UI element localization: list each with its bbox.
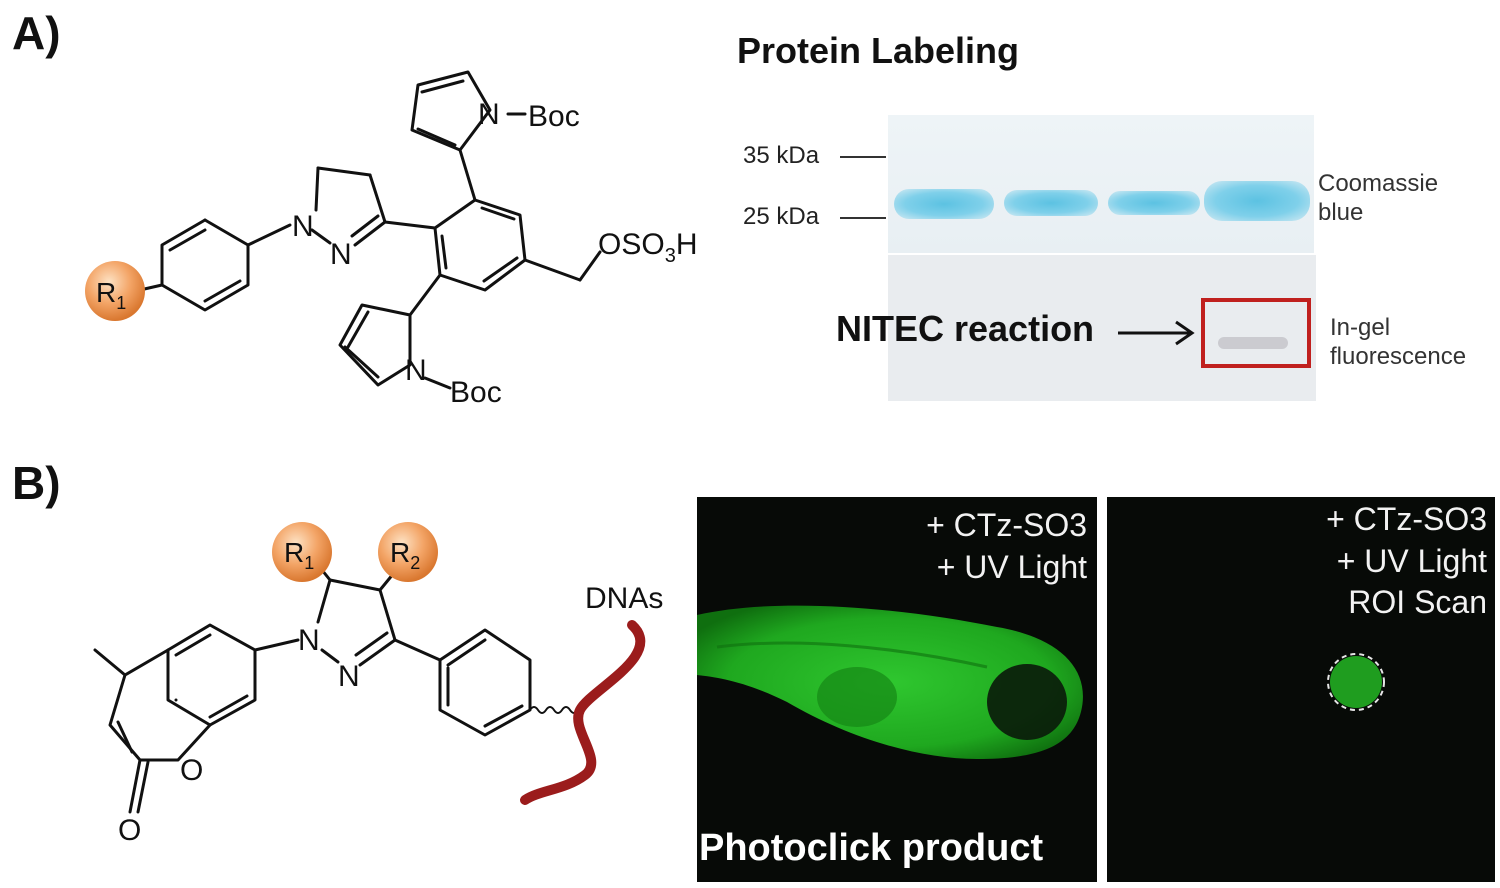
- central-ring-a: [433, 198, 527, 292]
- image1-line2: + UV Light: [936, 548, 1087, 585]
- r2-label-b: R2: [390, 537, 420, 573]
- zebrafish-image: + CTz-SO3 + UV Light Photoclick product: [697, 497, 1097, 882]
- gel-band-1: [894, 189, 994, 219]
- marker-25-tick: [840, 217, 886, 219]
- nitec-reaction-label: NITEC reaction: [836, 308, 1095, 349]
- dna-strand: [520, 620, 646, 805]
- phenyl-ring-b: [438, 628, 532, 737]
- r1-label-b: R1: [284, 537, 314, 573]
- panel-a-label: A): [12, 7, 61, 59]
- gel-band-2: [1004, 190, 1098, 216]
- coomassie-gel: [888, 115, 1314, 253]
- coomassie-label: Coomassie blue: [1318, 170, 1438, 228]
- marker-25-kda: 25 kDa: [743, 203, 820, 230]
- atom-o-carbonyl: O: [118, 814, 141, 847]
- panel-b-label: B): [12, 457, 61, 509]
- fluorescence-gel: [888, 255, 1316, 401]
- dnas-label: DNAs: [585, 582, 663, 615]
- zebrafish-fluorescence: [697, 605, 1083, 759]
- image2-text: + CTz-SO3 + UV Light ROI Scan: [1326, 499, 1487, 624]
- phenyl-ring-a: [160, 218, 250, 312]
- coomassie-line1: Coomassie: [1318, 170, 1439, 197]
- image2-line1: + CTz-SO3: [1326, 501, 1487, 537]
- r2-sphere-b: [378, 522, 438, 582]
- atom-n2-b: N: [338, 660, 360, 693]
- coumarin-benzene: [166, 623, 257, 727]
- pyrrole-top: [410, 70, 492, 152]
- marker-35-kda: 35 kDa: [743, 142, 820, 169]
- atom-n-boc-top: N: [478, 98, 500, 131]
- boc-bottom: Boc: [450, 376, 502, 409]
- ingel-line1: In-gel: [1330, 314, 1391, 341]
- roi-fluorescence: [1327, 653, 1385, 711]
- highlight-box: [1201, 298, 1311, 368]
- r1-sphere-a: [85, 261, 145, 321]
- photoclick-caption: Photoclick product: [699, 827, 1044, 869]
- ingel-label: In-gel fluorescence: [1330, 314, 1466, 372]
- r1-sphere-b: [272, 522, 332, 582]
- gel-band-3: [1108, 191, 1200, 215]
- image1-text: + CTz-SO3 + UV Light: [926, 505, 1087, 588]
- oso3h-group: OSO3H: [598, 228, 697, 267]
- roi-image: + CTz-SO3 + UV Light ROI Scan: [1107, 497, 1495, 882]
- coomassie-line2: blue: [1318, 198, 1364, 226]
- image2-line3: ROI Scan: [1348, 584, 1487, 621]
- boc-top: Boc: [528, 100, 580, 133]
- ingel-line2: fluorescence: [1330, 342, 1467, 370]
- image1-line1: + CTz-SO3: [926, 507, 1087, 543]
- atom-n2-a: N: [330, 238, 352, 271]
- pyrrole-bottom: [338, 303, 412, 387]
- atom-n1-b: N: [298, 624, 320, 657]
- atom-o-ring: O: [180, 754, 203, 787]
- r1-label-a: R1: [96, 277, 126, 313]
- image2-line2: + UV Light: [1336, 542, 1487, 579]
- wavy-linker: [529, 706, 579, 714]
- atom-n-boc-bottom: N: [405, 354, 427, 387]
- arrow-icon: [1118, 320, 1195, 346]
- gel-band-4: [1204, 181, 1310, 221]
- marker-35-tick: [840, 156, 886, 158]
- protein-labeling-heading: Protein Labeling: [737, 30, 1020, 71]
- atom-n1-a: N: [292, 210, 314, 243]
- fluorescent-band: [1218, 337, 1288, 349]
